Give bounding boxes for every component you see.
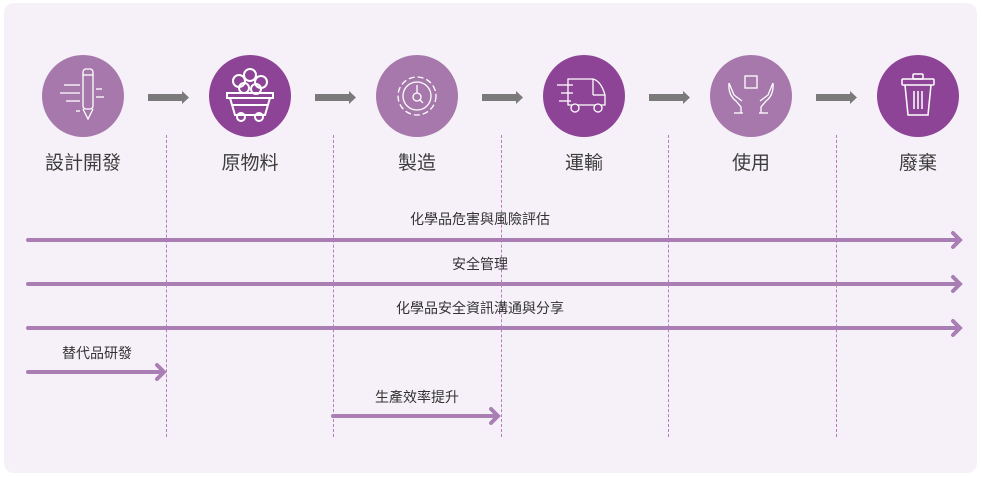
stage-divider xyxy=(836,135,837,437)
stage-divider xyxy=(668,135,669,437)
flow-arrow-communication xyxy=(26,319,963,337)
flow-arrow-substitutes xyxy=(26,363,167,381)
flow-arrow-risk xyxy=(26,231,963,249)
step-arrow xyxy=(148,91,189,104)
trash-bin-icon xyxy=(877,55,959,137)
stage-divider xyxy=(501,135,502,437)
flow-label: 生產效率提升 xyxy=(375,390,459,406)
stage-label: 設計開發 xyxy=(44,152,121,174)
step-arrow xyxy=(482,91,523,104)
stage-divider xyxy=(166,135,167,437)
step-arrow xyxy=(315,91,356,104)
delivery-truck-icon xyxy=(543,55,625,137)
stage-divider xyxy=(333,135,334,437)
flow-label: 化學品安全資訊溝通與分享 xyxy=(396,301,564,317)
stage-label: 原物料 xyxy=(221,152,279,174)
gear-icon xyxy=(376,55,458,137)
flow-label: 化學品危害與風險評估 xyxy=(410,212,550,228)
hands-box-icon xyxy=(710,55,792,137)
stage-label: 廢棄 xyxy=(898,152,937,174)
pencil-design-icon xyxy=(42,55,124,137)
step-arrow xyxy=(649,91,690,104)
stage-label: 製造 xyxy=(397,152,436,174)
flow-arrow-safety xyxy=(26,275,963,293)
step-arrow xyxy=(816,91,857,104)
mine-cart-icon xyxy=(209,55,291,137)
stage-label: 運輸 xyxy=(564,152,603,174)
flow-arrow-efficiency xyxy=(331,407,501,425)
flow-label: 替代品研發 xyxy=(62,346,132,362)
step-arrows xyxy=(148,91,857,104)
flow-label: 安全管理 xyxy=(452,257,508,273)
stage-label: 使用 xyxy=(731,152,770,174)
